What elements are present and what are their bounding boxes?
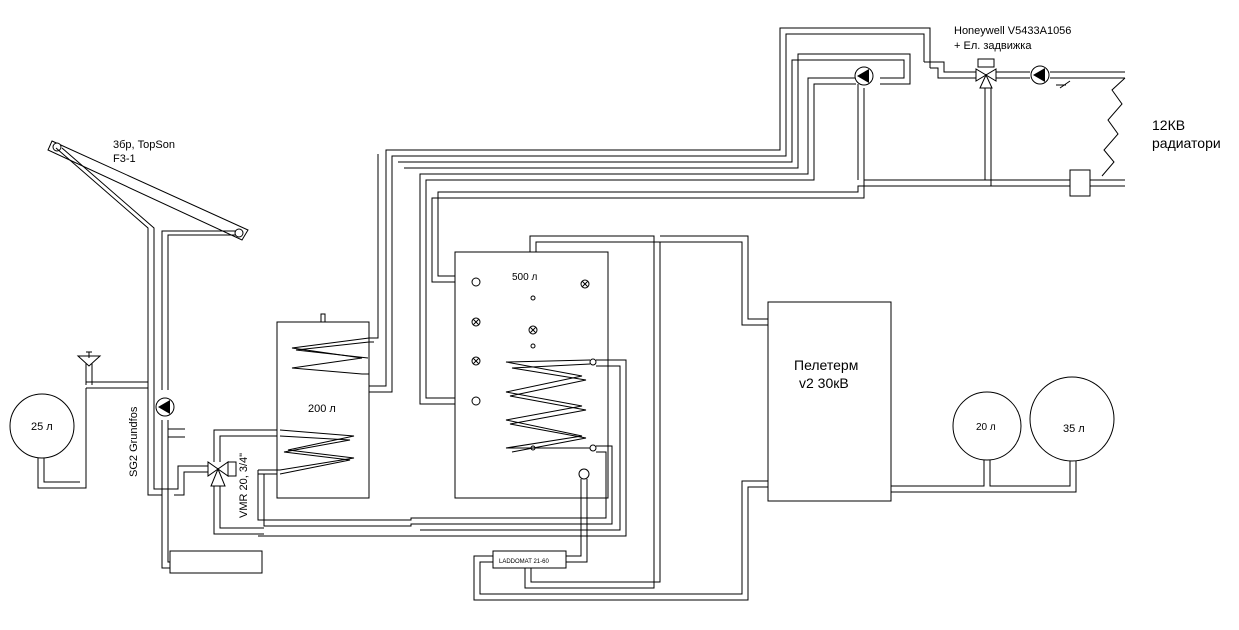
collector-label-2: F3-1 (113, 153, 136, 165)
boiler (767, 301, 1115, 502)
boiler-label-2: v2 30кВ (799, 375, 849, 391)
solar-pump-group (9, 351, 263, 574)
tank-500-label: 500 л (512, 272, 537, 283)
upper-pipes (369, 27, 1126, 405)
exp-25-label: 25 л (31, 421, 53, 433)
solar-pump-label: SG2 Grundfos (128, 406, 140, 477)
radiators-label-1: 12КВ (1152, 117, 1185, 133)
laddomat-label: LADDOMAT 21-60 (499, 559, 549, 565)
exp-35-label: 35 л (1063, 423, 1085, 435)
solar-collector (47, 140, 249, 390)
radiators-label-2: радиатори (1152, 135, 1221, 151)
collector-label-1: 3бр, TopSon (113, 139, 175, 151)
controller-label-1: Honeywell V5433A1056 (954, 25, 1071, 37)
controller-label-2: + Ел. задвижка (954, 40, 1032, 52)
vmr-valve-label: VMR 20, 3/4" (238, 453, 250, 518)
heating-pumps (854, 58, 1071, 89)
laddomat-loop (473, 235, 768, 601)
boiler-label-1: Пелетерм (794, 357, 858, 373)
tank-500 (258, 235, 661, 589)
exp-20-label: 20 л (976, 422, 996, 433)
tank-200-label: 200 л (308, 403, 336, 415)
tank-200 (257, 313, 580, 527)
vmr-valve (168, 429, 280, 535)
